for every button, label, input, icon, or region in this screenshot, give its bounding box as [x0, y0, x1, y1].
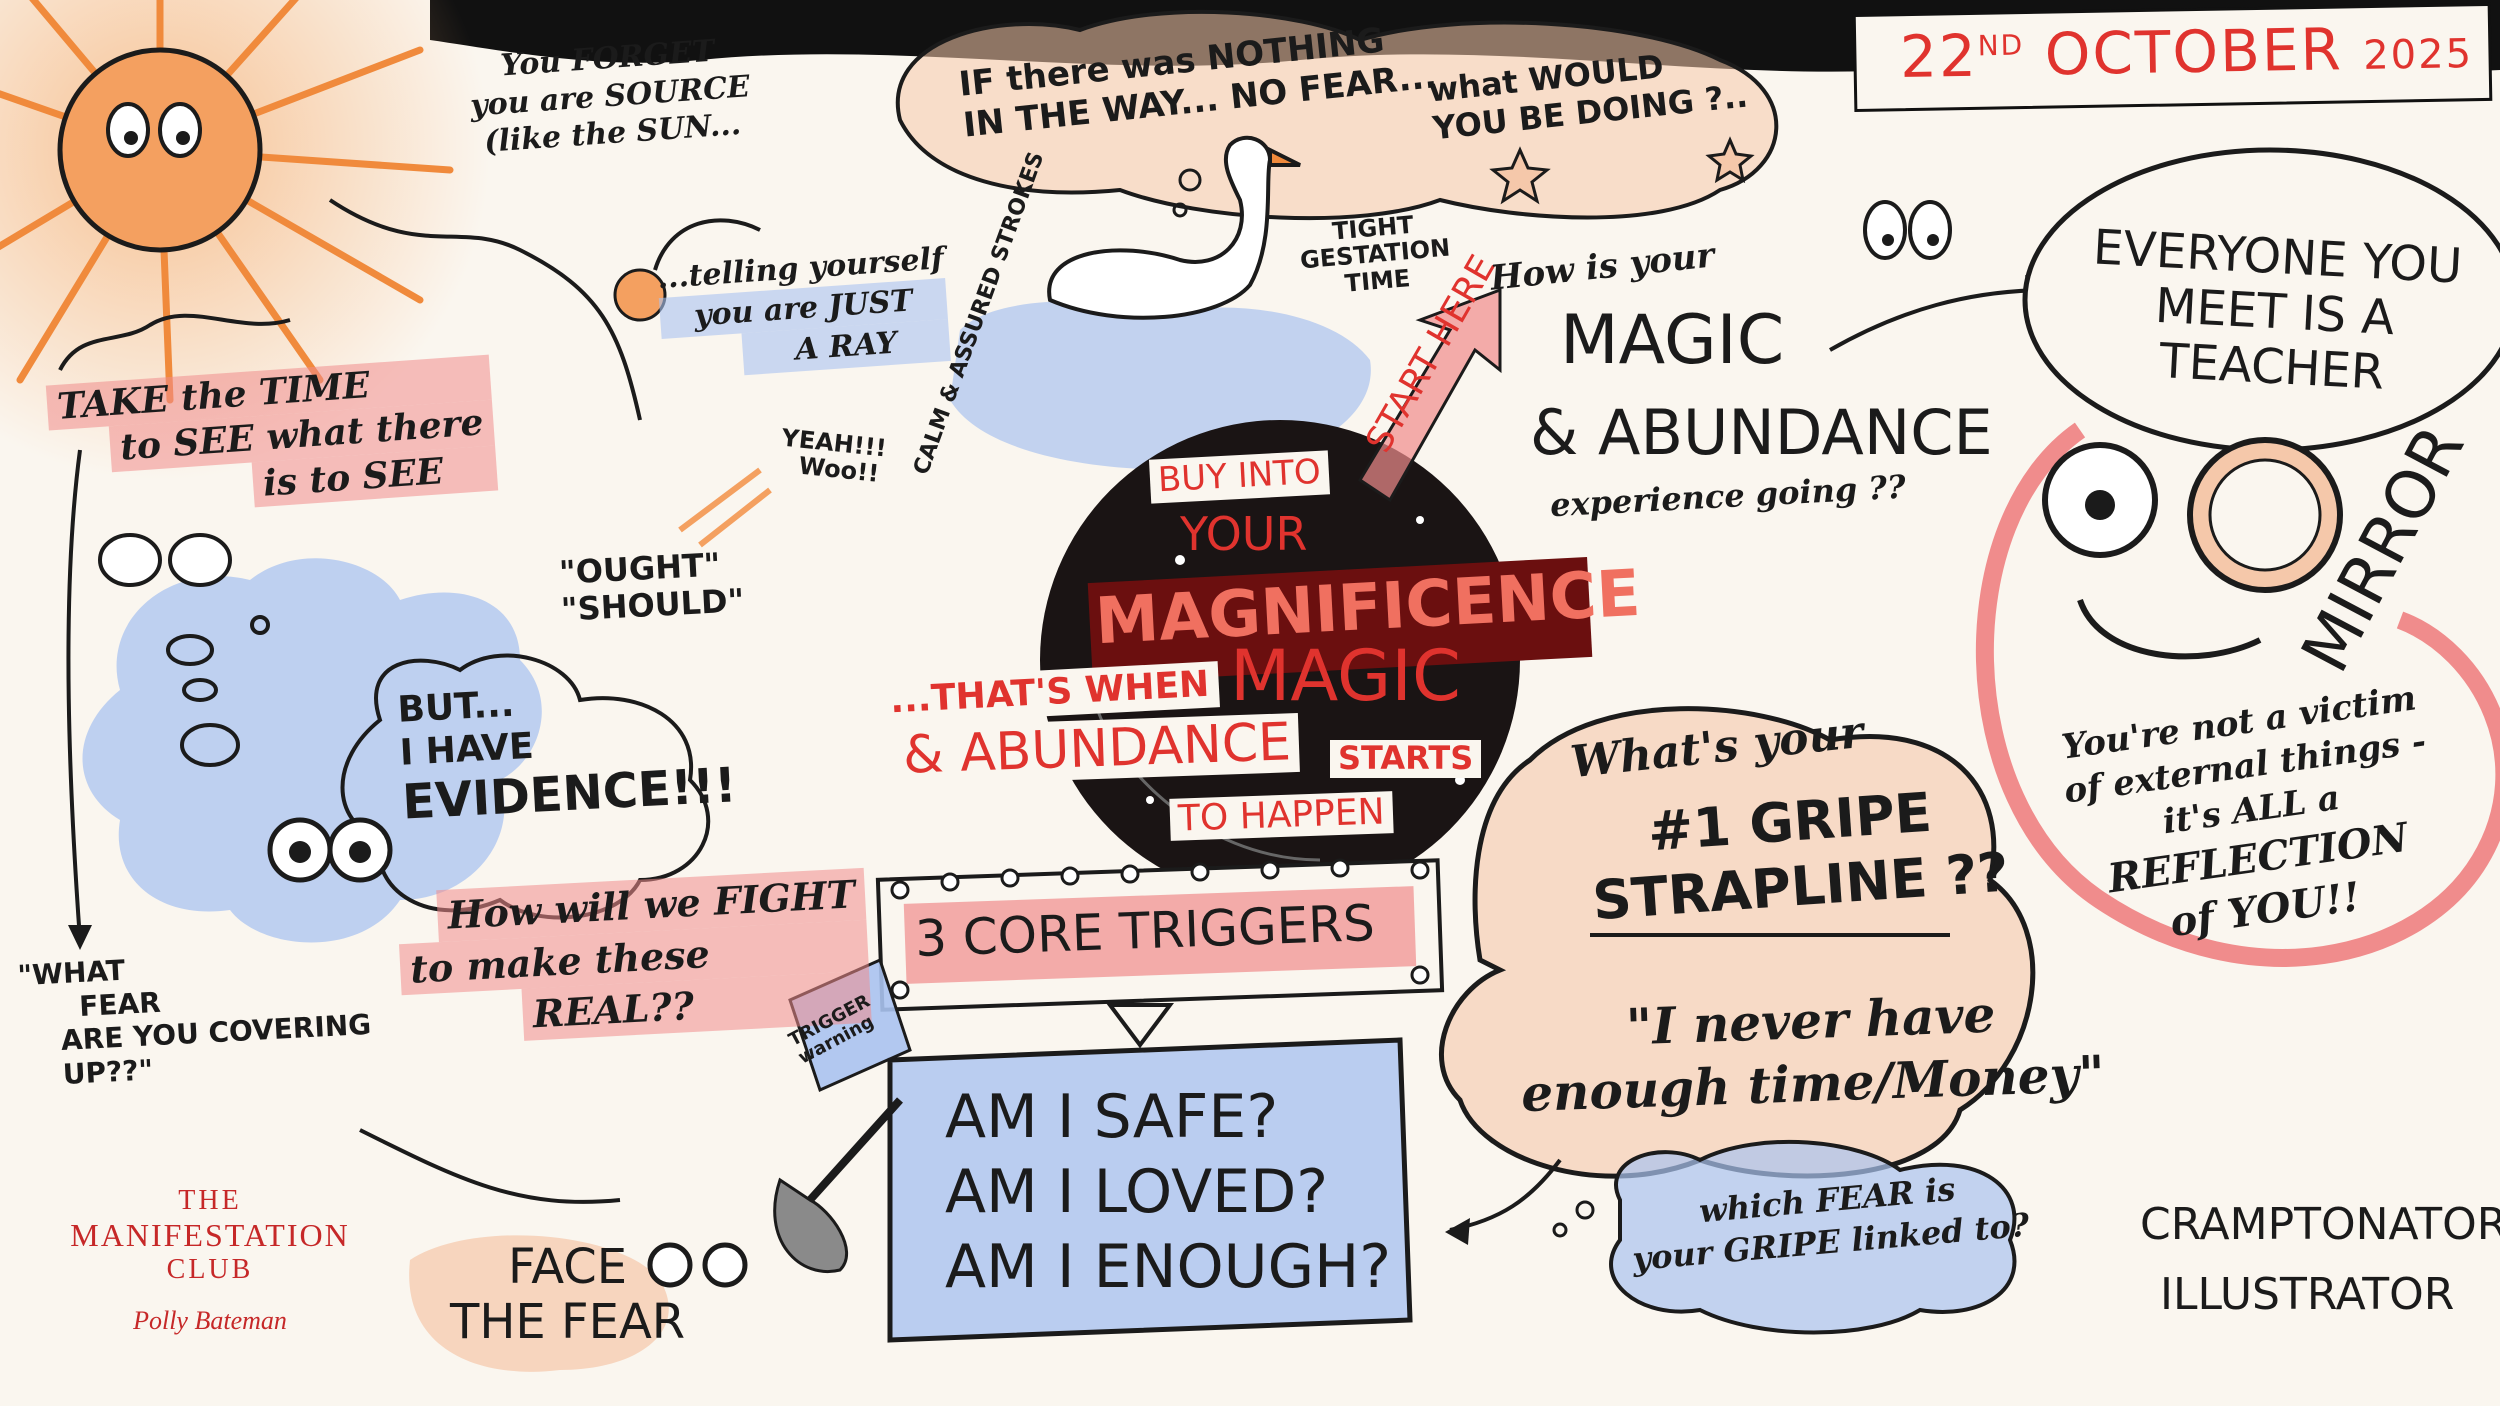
credit-line-1: CRAMPTONATOR	[2140, 1199, 2500, 1250]
fear-cloud	[82, 558, 542, 943]
sun-ray-line-2	[58, 313, 291, 371]
arrow-to-trigger	[359, 1128, 621, 1204]
sun-icon	[0, 0, 490, 480]
date-card	[1852, 2, 2493, 113]
date-day: 22	[1899, 21, 1979, 91]
swan-note: TIGHT GESTATION TIME	[1297, 209, 1454, 301]
club-logo-card	[40, 1160, 380, 1370]
date-suffix: ND	[1977, 28, 2025, 63]
logo-line-3: CLUB	[166, 1254, 254, 1285]
buy-into-label: BUY INTO	[1148, 450, 1330, 504]
which-fear-cloud	[1609, 1139, 2017, 1335]
logo-line-2: MANIFESTATION	[70, 1217, 350, 1253]
date-year: 2025	[2362, 31, 2474, 79]
ray-caption: ...telling yourself you are JUST A RAY	[656, 240, 951, 380]
face-fear-line-2: THE FEAR	[450, 1294, 686, 1351]
ray-line-yeah	[678, 467, 772, 548]
evidence-text: BUT... I HAVE EVIDENCE!!!	[396, 671, 738, 832]
your-label: YOUR	[1180, 507, 1308, 561]
face-fear-text: FACE THE FEAR	[450, 1239, 686, 1351]
arrow-to-teacher	[1829, 288, 2051, 352]
starts-label: STARTS	[1330, 740, 1482, 778]
gripe-bubble	[1439, 706, 2036, 1179]
face-fear-wash	[409, 1235, 669, 1372]
credit-line-2: ILLUSTRATOR	[2160, 1269, 2455, 1321]
small-thought-dots	[1552, 1200, 1595, 1238]
face-fear-line-1: FACE	[508, 1239, 628, 1295]
yeah-note: YEAH!!! Woo!!	[778, 424, 888, 489]
fight-text: How will we FIGHT to make these REAL??	[396, 867, 872, 1047]
what-fear-text: "WHAT FEAR ARE YOU COVERING UP??"	[17, 941, 374, 1094]
triggers-sign-fill	[903, 886, 1417, 984]
magic-q-abundance: & ABUNDANCE	[1530, 396, 1993, 469]
triggers-list: AM I SAFE? AM I LOVED? AM I ENOUGH?	[945, 1080, 1391, 1305]
reflection-text: You're not a victim of external things -…	[2055, 676, 2449, 961]
logo-line-1: THE	[178, 1185, 242, 1216]
magic-label: MAGIC	[1230, 635, 1461, 717]
mirror-face-icon	[2042, 437, 2343, 660]
trigger-safe: AM I SAFE?	[945, 1082, 1279, 1152]
sign-lights	[890, 858, 1430, 1000]
ray-character-icon	[613, 218, 761, 322]
arrow-gripe-to-triggers	[1449, 1158, 1562, 1232]
date-month: OCTOBER	[2044, 15, 2344, 89]
magic-q-magic: MAGIC	[1560, 301, 1785, 380]
look-eyes-icon	[98, 533, 232, 587]
arrow-down-left	[66, 449, 82, 941]
start-here-arrow	[1357, 287, 1502, 503]
triggers-board	[887, 1037, 1413, 1343]
thought-bubbles	[166, 615, 270, 767]
logo-signature: Polly Bateman	[133, 1306, 287, 1335]
credit-text: CRAMPTONATOR ILLUSTRATOR	[2140, 1190, 2500, 1331]
star-icon	[1489, 136, 1755, 205]
ought-should: "OUGHT" "SHOULD"	[558, 545, 745, 628]
date-label: 22ND OCTOBER 2025	[1899, 15, 2474, 91]
gripe-quote: "I never have enough time/Money"	[1518, 980, 2106, 1125]
club-logo: THE MANIFESTATION CLUB Polly Bateman	[50, 1185, 370, 1336]
magnificence-banner	[1087, 556, 1593, 684]
mirror-loop	[1975, 422, 2500, 967]
sun-caption: You FORGET you are SOURCE (like the SUN.…	[466, 30, 753, 162]
trigger-enough: AM I ENOUGH?	[945, 1232, 1392, 1302]
teacher-text: EVERYONE YOU MEET IS A TEACHER	[2086, 219, 2464, 405]
to-happen-label: TO HAPPEN	[1169, 791, 1394, 841]
swan-icon	[1047, 135, 1301, 320]
peeking-eyes-icon	[1863, 200, 1952, 260]
top-thought-cloud	[895, 9, 1779, 221]
sun-ray-line	[328, 198, 642, 421]
trigger-loved: AM I LOVED?	[945, 1157, 1329, 1227]
face-fear-eyes-icon	[647, 1242, 748, 1288]
